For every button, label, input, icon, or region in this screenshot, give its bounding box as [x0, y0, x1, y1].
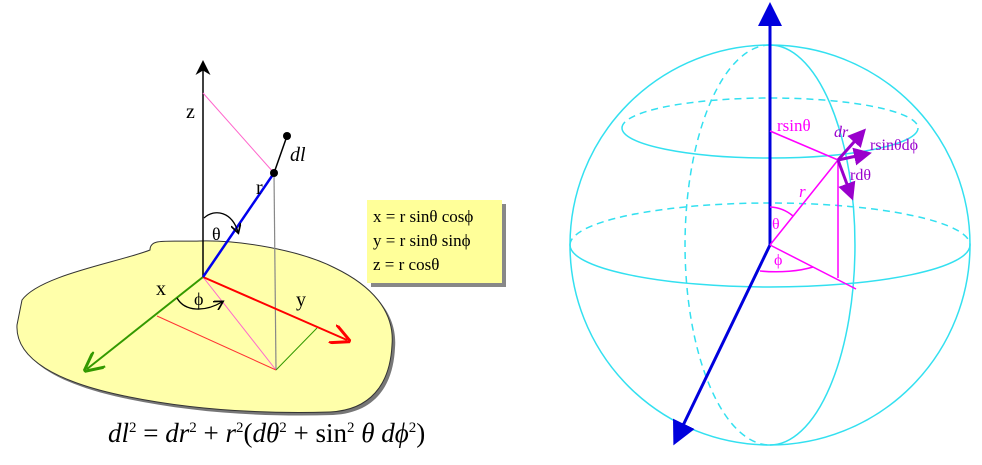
eq-exp: 2	[347, 420, 355, 436]
x-axis	[87, 276, 204, 369]
phi-arc	[176, 297, 222, 309]
eq-theta: θ	[354, 418, 382, 448]
y-projection-line	[275, 327, 318, 371]
z-label: z	[186, 101, 195, 123]
eq-equals: =	[136, 418, 166, 448]
theta-label-sphere: θ	[772, 216, 780, 233]
line-element-equation: dl2 = dr2 + r2(dθ2 + sin2 θ dϕ2)	[108, 418, 425, 449]
dl-segment	[273, 135, 288, 174]
phi-label-sphere: ϕ	[774, 252, 782, 269]
r-label: r	[256, 177, 263, 199]
theta-arc	[203, 212, 238, 232]
eq-exp: 2	[279, 420, 287, 436]
eq-plus: +	[196, 418, 226, 448]
eq-dtheta: dθ	[252, 418, 280, 448]
z-projection-line	[202, 92, 275, 174]
xy-plane	[16, 240, 396, 416]
dl-label: dl	[290, 144, 306, 166]
rsintheta-label: rsinθ	[777, 116, 811, 135]
eq-exp: 2	[236, 420, 244, 436]
x-projection-line	[156, 315, 277, 371]
eq-dphi: dϕ	[381, 418, 409, 448]
dr-label: dr	[834, 124, 849, 141]
eq-exp: 2	[129, 420, 137, 436]
y-label: y	[296, 289, 306, 311]
phi-label: ϕ	[194, 289, 203, 309]
eq-dr: dr	[165, 418, 190, 448]
rdtheta-label: rdθ	[850, 167, 871, 184]
formula-box: x = r sinθ cosϕ y = r sinθ sinϕ z = r co…	[367, 200, 502, 283]
eq-exp: 2	[408, 420, 417, 436]
eq-sin: sin	[315, 418, 348, 448]
formula-x: x = r sinθ cosϕ	[373, 207, 474, 226]
formula-z: z = r cosθ	[373, 255, 440, 274]
point-dl	[283, 132, 291, 140]
rsinthetadphi-label: rsinθdϕ	[870, 137, 918, 154]
plane-projection-line	[202, 276, 277, 371]
formula-y: y = r sinθ sinϕ	[373, 231, 471, 250]
theta-label: θ	[212, 224, 221, 244]
point-r	[270, 169, 278, 177]
eq-close: )	[416, 418, 426, 448]
vertical-drop-line	[273, 172, 277, 371]
eq-dl: dl	[108, 418, 130, 448]
eq-open: (	[243, 418, 253, 448]
r-label-sphere: r	[799, 182, 806, 201]
eq-r: r	[225, 418, 237, 448]
x-label: x	[156, 278, 166, 300]
sphere-x-axis	[673, 244, 772, 446]
y-axis	[202, 276, 347, 340]
unit-vectors	[836, 128, 872, 201]
eq-plus: +	[286, 418, 316, 448]
magenta-construction	[759, 130, 857, 290]
eq-exp: 2	[189, 420, 197, 436]
